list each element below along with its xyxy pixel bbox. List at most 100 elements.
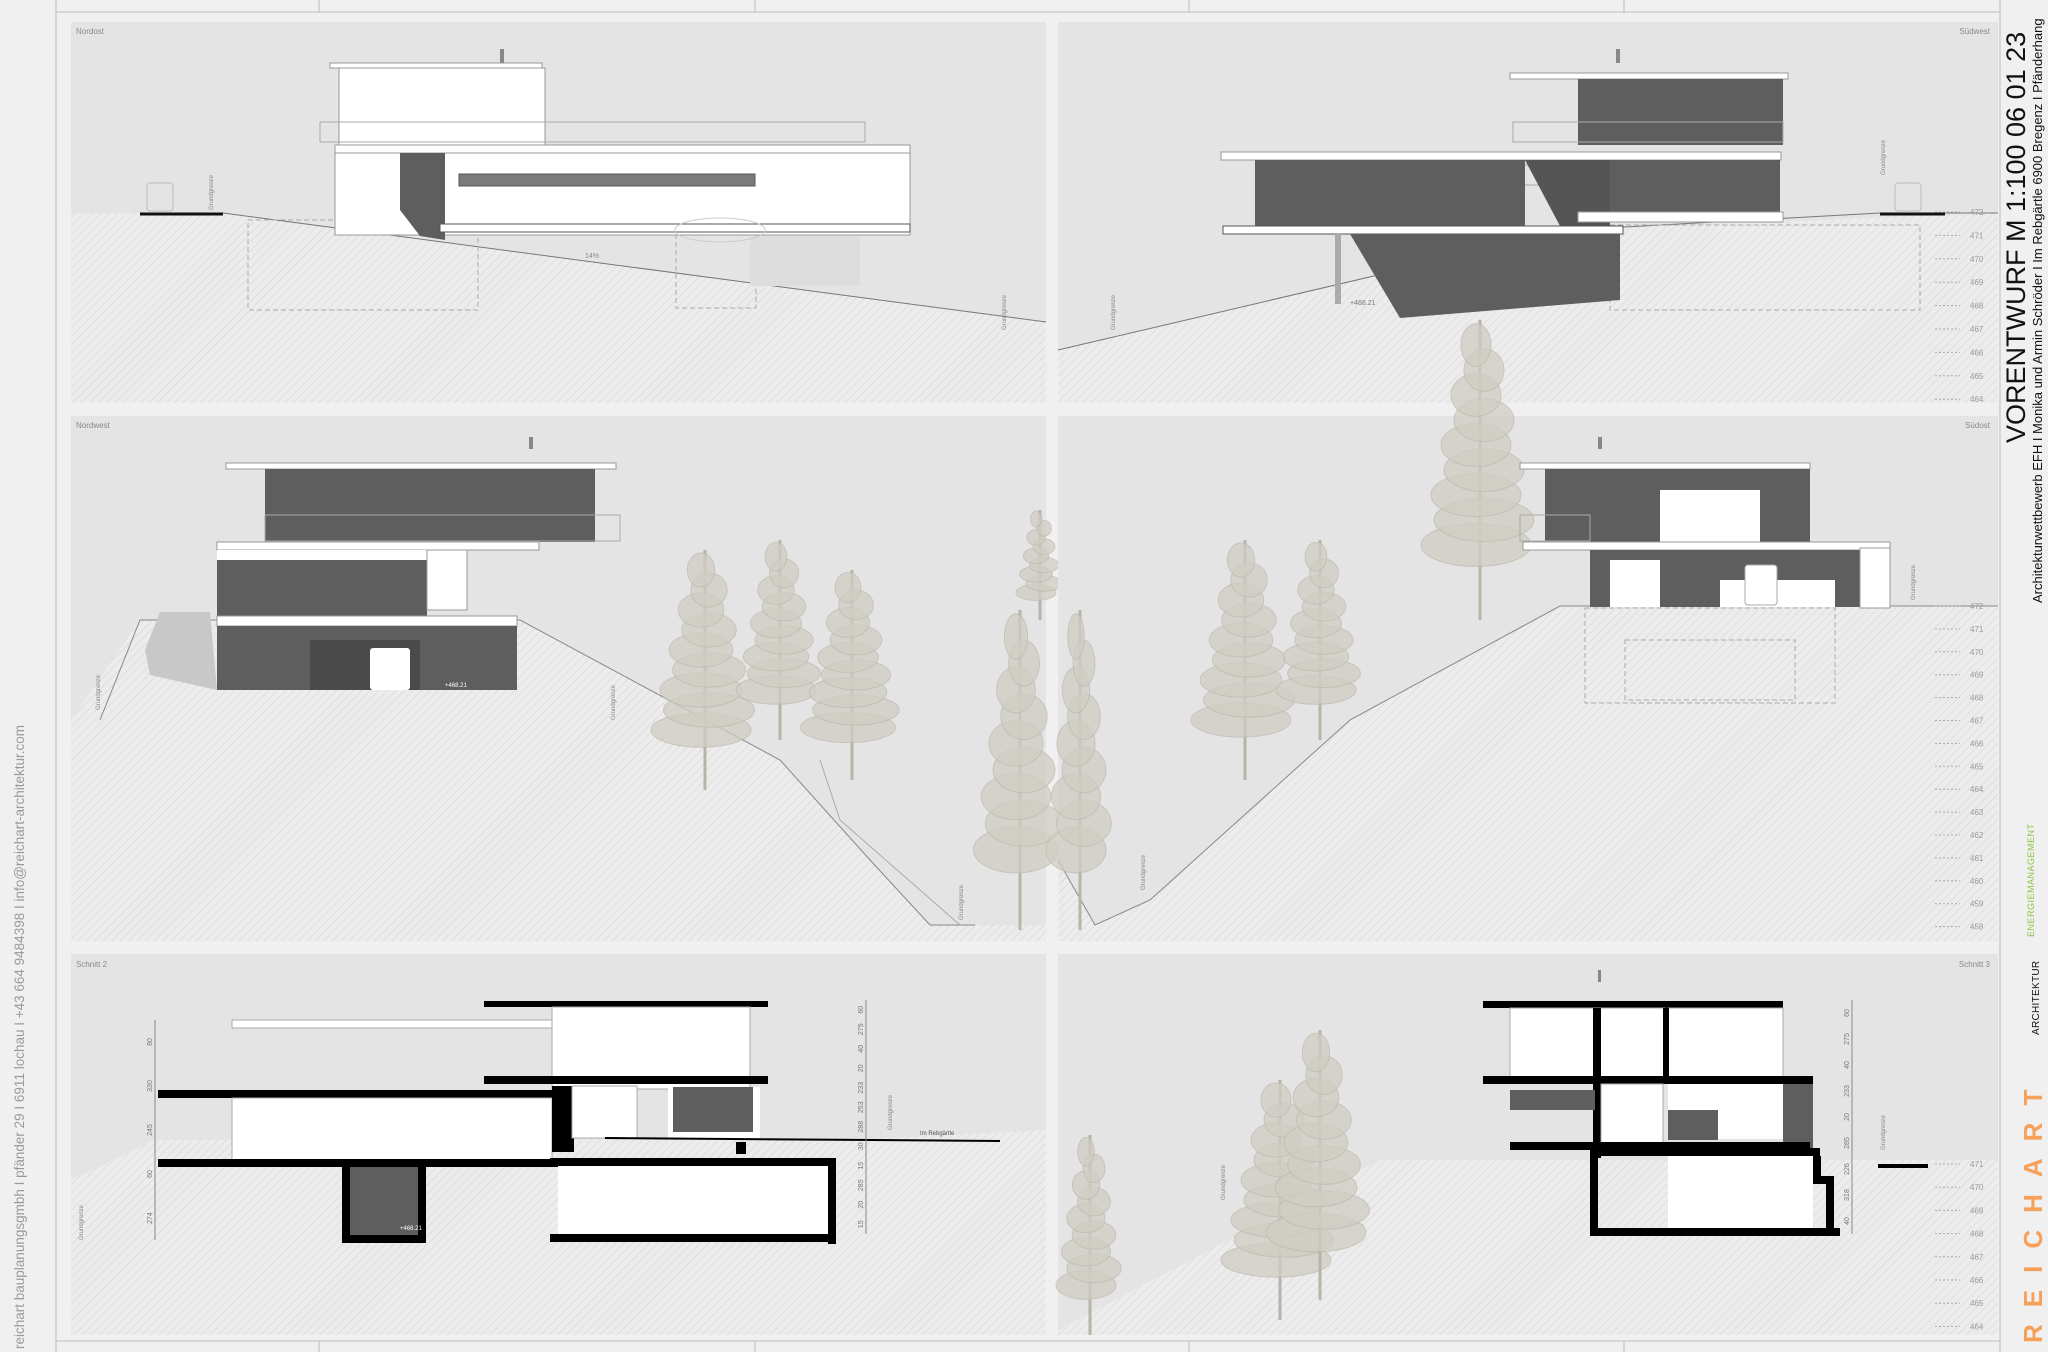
dimension-value: 30: [858, 1142, 865, 1150]
level-label: +468.21: [1350, 300, 1376, 307]
dimension-value: 60: [147, 1170, 154, 1178]
level-value: 460: [1970, 877, 1984, 886]
level-value: 471: [1970, 1160, 1984, 1169]
dimension-value: 226: [1844, 1163, 1851, 1175]
boundary-label: Grundgrenze: [611, 684, 617, 720]
tree: [1015, 510, 1063, 620]
house-nordwest: [145, 437, 621, 690]
level-value: 470: [1970, 1183, 1984, 1192]
dimension-value: 253: [858, 1101, 865, 1113]
logo-architektur: ARCHITEKTUR: [2031, 960, 2042, 1035]
level-value: 467: [1970, 717, 1984, 726]
dimension-value: 275: [858, 1023, 865, 1035]
level-value: 461: [1970, 854, 1984, 863]
level-value: 463: [1970, 808, 1984, 817]
dimension-value: 288: [858, 1121, 865, 1133]
level-value: 468: [1970, 694, 1984, 703]
dimension-value: 233: [858, 1082, 865, 1094]
dimension-value: 60: [1844, 1009, 1851, 1017]
boundary-label: Grundgrenze: [888, 1094, 894, 1130]
boundary-label: Grundgrenze: [1141, 854, 1147, 890]
dimension-value: 275: [1844, 1033, 1851, 1045]
panel-label: Nordwest: [76, 421, 111, 430]
dimension-value: 233: [1844, 1085, 1851, 1097]
level-value: 464: [1970, 395, 1984, 404]
panel-label: Schnitt 2: [76, 960, 108, 969]
level-value: 465: [1970, 1299, 1984, 1308]
level-value: 470: [1970, 255, 1984, 264]
dimension-value: 80: [147, 1038, 154, 1046]
level-value: 467: [1970, 1253, 1984, 1262]
dimension-value: 20: [858, 1201, 865, 1209]
house-suedwest: [1220, 49, 1922, 318]
panel-nordwest: Nordwest +468.21 Grundgrenze Grundgrenze…: [71, 416, 1064, 941]
boundary-label: Grundgrenze: [96, 674, 102, 710]
panel-suedost: Südost Grundgrenze Grundgrenze 472471470…: [1045, 320, 1998, 941]
dimension-value: 40: [1844, 1217, 1851, 1225]
title-block: REICHART ARCHITEKTUR ENERGIEMANAGEMENT V…: [2000, 0, 2048, 1348]
tree: [1265, 1030, 1370, 1300]
dimension-value: 15: [858, 1162, 865, 1170]
level-value: 469: [1970, 1206, 1984, 1215]
boundary-label: Grundgrenze: [79, 1204, 85, 1240]
dimension-value: 285: [1844, 1137, 1851, 1149]
trees-nordwest: [650, 510, 1064, 930]
boundary-label: Grundgrenze: [1911, 564, 1917, 600]
tree: [650, 550, 755, 790]
level-value: 472: [1970, 602, 1984, 611]
contact-info: reichart bauplanungsgmbh I pfänder 29 I …: [12, 725, 27, 1349]
trees-schnitt-3: [1055, 1030, 1370, 1335]
boundary-label: Grundgrenze: [1881, 1114, 1887, 1150]
tree: [1190, 540, 1295, 780]
logo-energiemanagement: ENERGIEMANAGEMENT: [2026, 823, 2036, 937]
level-value: 466: [1970, 1276, 1984, 1285]
level-label: +468.21: [445, 683, 468, 689]
level-value: 465: [1970, 762, 1984, 771]
panel-suedwest: Südwest +468.21 Grundgrenze Grundgrenze …: [1057, 22, 1998, 404]
level-scale: 471 470 469 468 467 466 465 464: [1935, 1160, 1984, 1331]
house-nordost: [146, 49, 911, 286]
level-value: 467: [1970, 325, 1984, 334]
dimension-value: 330: [147, 1080, 154, 1092]
level-value: 465: [1970, 372, 1984, 381]
dimension-value: 285: [858, 1179, 865, 1191]
level-value: 469: [1970, 671, 1984, 680]
logo-reichart: REICHART: [2018, 1072, 2048, 1343]
boundary-label: Grundgrenze: [959, 884, 965, 920]
level-value: 464: [1970, 785, 1984, 794]
panel-label: Nordost: [76, 27, 105, 36]
dimension-value: 318: [1844, 1189, 1851, 1201]
panel-nordost: Nordost 14% Grundgrenze Grundgrenze: [71, 22, 1047, 403]
level-scale: 4724714704694684674664654644634624614604…: [1935, 602, 1984, 932]
house-suedost: [1519, 437, 1891, 609]
tree: [973, 610, 1064, 930]
dimension-value: 20: [1844, 1113, 1851, 1121]
dimension-value: 274: [147, 1212, 154, 1224]
level-value: 468: [1970, 302, 1984, 311]
tree: [1420, 320, 1535, 620]
level-value: 471: [1970, 625, 1984, 634]
street-label: Im Rebgärtle: [920, 1131, 955, 1137]
level-value: 470: [1970, 648, 1984, 657]
slope-label: 14%: [585, 253, 599, 260]
level-value: 466: [1970, 348, 1984, 357]
section-3: [1483, 970, 1928, 1236]
boundary-label: Grundgrenze: [1111, 294, 1117, 330]
tree: [1275, 540, 1361, 740]
drawing-title: VORENTWURF M 1:100 06 01 23: [2001, 31, 2031, 443]
level-value: 468: [1970, 1230, 1984, 1239]
dimension-value: 60: [858, 1006, 865, 1014]
panel-label: Südwest: [1959, 27, 1990, 36]
level-value: 469: [1970, 278, 1984, 287]
level-value: 471: [1970, 231, 1984, 240]
level-value: 462: [1970, 831, 1984, 840]
dimension-value: 40: [858, 1045, 865, 1053]
level-value: 459: [1970, 900, 1984, 909]
level-value: 464: [1970, 1322, 1984, 1331]
